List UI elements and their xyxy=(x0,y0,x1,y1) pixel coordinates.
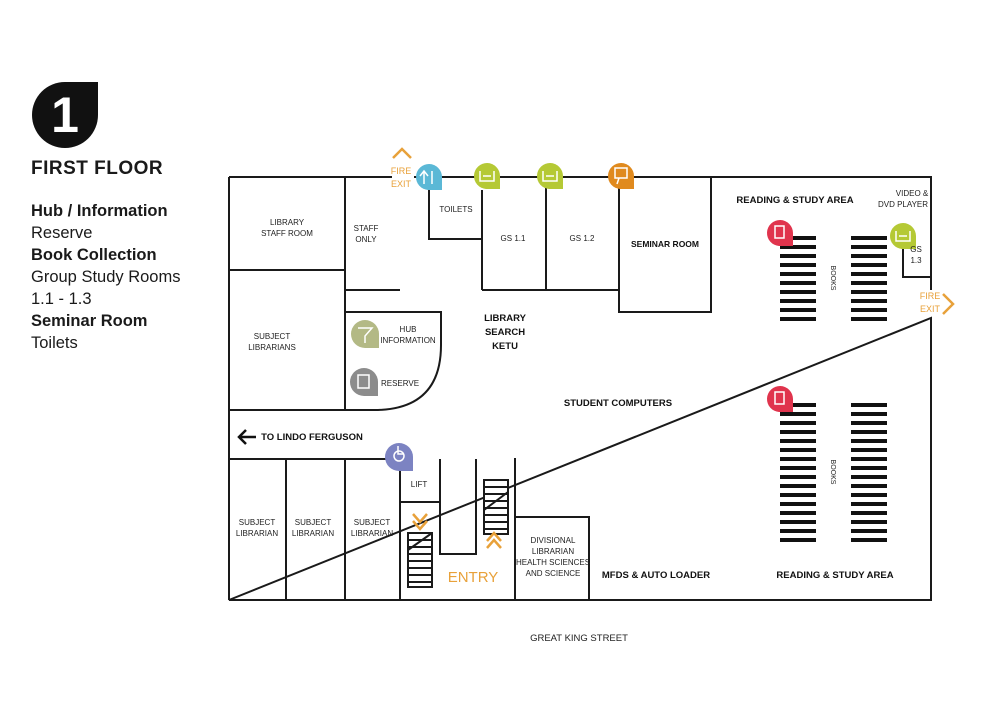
legend-item: Book Collection xyxy=(31,246,157,264)
room-label-lift: LIFT xyxy=(411,480,428,489)
group-study-icon xyxy=(474,163,500,189)
bookshelves-top xyxy=(780,236,887,321)
legend-item: Reserve xyxy=(31,224,93,242)
fire-exit-top-arrow-icon xyxy=(392,147,412,159)
reserve-icon xyxy=(350,368,378,396)
floor-title: FIRST FLOOR xyxy=(31,158,164,179)
room-label-reserve: RESERVE xyxy=(381,379,419,388)
entry-down-arrow-icon xyxy=(412,513,428,531)
room-label-reading-study-top: READING & STUDY AREA xyxy=(736,195,853,206)
group-study-icon xyxy=(890,223,916,249)
legend-item: Toilets xyxy=(31,334,78,352)
legend-item: Seminar Room xyxy=(31,312,148,330)
bookshelves-bottom xyxy=(780,403,887,542)
room-label-gs-1-2: GS 1.2 xyxy=(570,234,595,243)
arrow-left-icon xyxy=(237,429,256,445)
legend-item: Group Study Rooms xyxy=(31,268,181,286)
room-label-seminar-room: SEMINAR ROOM xyxy=(631,239,699,249)
to-lindo-ferguson-label: TO LINDO FERGUSON xyxy=(261,432,363,443)
floor-number: 1 xyxy=(51,87,79,143)
legend-item: Hub / Information xyxy=(31,202,168,220)
legend-item: 1.1 - 1.3 xyxy=(31,290,92,308)
books-label: BOOKS xyxy=(829,266,836,291)
books-label: BOOKS xyxy=(829,460,836,485)
room-label-student-computers: STUDENT COMPUTERS xyxy=(564,398,672,409)
stairs-left xyxy=(407,532,433,588)
outer-wall xyxy=(228,176,932,601)
floor-number-badge: 1 xyxy=(32,82,98,148)
stairs-right xyxy=(483,479,509,535)
seminar-icon xyxy=(608,163,634,189)
room-label-toilets: TOILETS xyxy=(439,205,472,214)
street-label: GREAT KING STREET xyxy=(530,633,628,644)
room-label-reading-study-bottom: READING & STUDY AREA xyxy=(776,570,893,581)
hub-information-icon xyxy=(351,320,379,348)
entry-label: ENTRY xyxy=(448,569,499,586)
legend: Hub / Information Reserve Book Collectio… xyxy=(31,200,180,354)
room-label-mfds: MFDS & AUTO LOADER xyxy=(602,570,710,581)
book-collection-icon xyxy=(767,386,793,412)
room-label-gs-1-1: GS 1.1 xyxy=(501,234,526,243)
toilets-icon xyxy=(416,164,442,190)
fire-exit-right-arrow-icon xyxy=(942,293,955,315)
entry-up-arrow-icon xyxy=(486,531,502,549)
group-study-icon xyxy=(537,163,563,189)
floor-badge-shape xyxy=(32,82,98,148)
accessible-icon xyxy=(385,443,413,471)
book-collection-icon xyxy=(767,220,793,246)
room-label-video-dvd: VIDEO &DVD PLAYER xyxy=(878,189,929,209)
